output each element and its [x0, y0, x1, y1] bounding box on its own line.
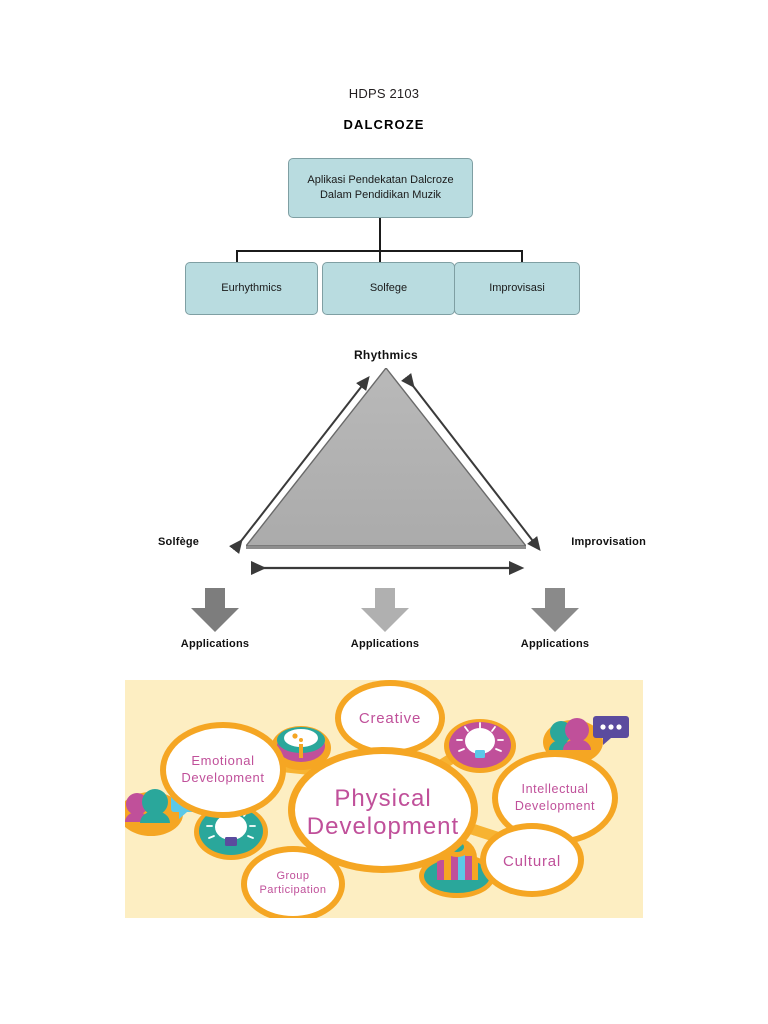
- bubble-creative-label: Creative: [359, 710, 421, 727]
- flowchart-connector-drop-left: [236, 250, 238, 262]
- dalcroze-triangle-diagram: Rhythmics Solfège Improvisation: [158, 340, 646, 580]
- page-title: DALCROZE: [343, 117, 425, 132]
- flowchart-connector-drop-middle: [379, 250, 381, 262]
- cup-icon: [271, 726, 331, 770]
- bubble-group-participation: Group Participation: [241, 846, 345, 918]
- flowchart-box-solfege-label: Solfege: [369, 282, 408, 295]
- flowchart-box-improvisasi-label: Improvisasi: [489, 282, 545, 295]
- flowchart-box-solfege: Solfege: [322, 262, 455, 315]
- cupcake-icon: [419, 838, 495, 898]
- application-label-right: Applications: [520, 638, 590, 650]
- application-item-middle: Applications: [310, 588, 460, 650]
- lightbulb-icon-teal: [194, 804, 268, 860]
- bubble-cultural-label: Cultural: [503, 853, 561, 870]
- down-arrow-icon: [361, 588, 409, 632]
- lightbulb-icon-magenta: [444, 719, 516, 773]
- down-arrow-icon: [191, 588, 239, 632]
- flowchart-box-improvisasi: Improvisasi: [454, 262, 580, 315]
- flowchart-root-box: Aplikasi Pendekatan Dalcroze Dalam Pendi…: [288, 158, 473, 218]
- dalcroze-approach-flowchart: Aplikasi Pendekatan Dalcroze Dalam Pendi…: [180, 158, 580, 323]
- flowchart-box-eurhythmics: Eurhythmics: [185, 262, 318, 315]
- triangle-baseline: [246, 546, 526, 549]
- flowchart-connector-drop-right: [521, 250, 523, 262]
- triangle-label-rhythmics: Rhythmics: [353, 348, 419, 362]
- bubble-emotional-line1: Emotional: [191, 753, 254, 768]
- triangle-label-improvisation: Improvisation: [571, 536, 646, 548]
- application-label-middle: Applications: [350, 638, 420, 650]
- child-development-infographic: Creative Emotional Development Intellect…: [125, 680, 643, 918]
- flowchart-root-line2: Dalam Pendidikan Muzik: [319, 189, 442, 201]
- bubble-creative: Creative: [335, 680, 445, 756]
- application-item-right: Applications: [480, 588, 630, 650]
- bubble-group-line1: Group: [276, 870, 309, 882]
- center-bubble-line2: Development: [307, 813, 459, 840]
- flowchart-connector-stem: [379, 218, 381, 252]
- down-arrow-icon: [531, 588, 579, 632]
- center-bubble-line1: Physical: [334, 785, 431, 812]
- applications-row: Applications Applications Applications: [140, 588, 630, 668]
- course-code-heading: HDPS 2103: [348, 86, 420, 101]
- triangle-arrows: [229, 373, 541, 576]
- flowchart-root-line1: Aplikasi Pendekatan Dalcroze: [307, 174, 454, 187]
- triangle-label-solfege: Solfège: [158, 536, 200, 548]
- bubble-emotional-line2: Development: [181, 770, 264, 785]
- bubble-cultural: Cultural: [480, 823, 584, 897]
- bubble-intellectual-line1: Intellectual: [522, 782, 589, 796]
- bubble-group-line2: Participation: [259, 884, 326, 896]
- bubble-emotional-development: Emotional Development: [160, 722, 286, 818]
- bubble-physical-development: Physical Development: [288, 747, 478, 873]
- bubble-intellectual-line2: Development: [515, 799, 595, 813]
- flowchart-box-eurhythmics-label: Eurhythmics: [221, 282, 282, 295]
- application-item-left: Applications: [140, 588, 290, 650]
- bubble-intellectual-development: Intellectual Development: [492, 751, 618, 845]
- application-label-left: Applications: [180, 638, 250, 650]
